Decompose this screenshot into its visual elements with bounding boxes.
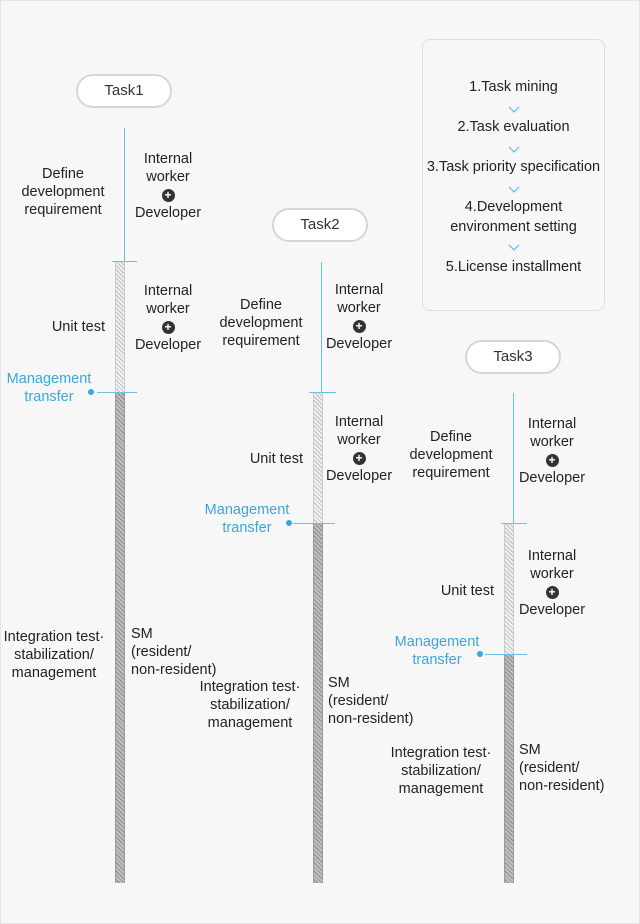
- step-1: 1.Task mining: [469, 79, 558, 95]
- task1-unit-test-label: Unit test: [51, 319, 105, 335]
- plus-circle-icon: +: [352, 452, 366, 466]
- process-steps-box: 1.Task mining 2.Task evaluation 3.Task p…: [422, 39, 605, 311]
- plus-circle-icon: +: [545, 454, 559, 468]
- task2-define-tick: [309, 392, 336, 393]
- task3-dev-roles: Internal worker + Developer: [518, 416, 586, 486]
- step-3: 3.Task priority specification: [426, 159, 601, 175]
- task2-integration-bar: [313, 524, 323, 883]
- task3-sm-label: SM (resident/ non-resident): [519, 742, 605, 794]
- plus-circle-icon: +: [545, 586, 559, 600]
- task3-management-label: Management transfer: [394, 634, 480, 668]
- task3-define-line: [513, 393, 514, 523]
- task3-integration-bar: [504, 655, 514, 883]
- task1-management-label: Management transfer: [6, 371, 92, 405]
- task3-test-roles: Internal worker + Developer: [518, 548, 586, 618]
- task2-management-dot: [286, 520, 292, 526]
- plus-circle-icon: +: [161, 189, 175, 203]
- task1-test-roles: Internal worker + Developer: [134, 283, 202, 353]
- step-5: 5.License installment: [445, 259, 582, 275]
- task2-unit-test-label: Unit test: [249, 451, 303, 467]
- task2-integration-label: Integration test· stabilization/ managem…: [199, 679, 301, 731]
- task3-pill: Task3: [465, 340, 561, 374]
- task2-dev-roles: Internal worker + Developer: [325, 282, 393, 352]
- plus-circle-icon: +: [161, 321, 175, 335]
- task1-define-label: Define development requirement: [21, 166, 105, 218]
- step-2: 2.Task evaluation: [457, 119, 570, 135]
- task1-management-line: [97, 392, 137, 393]
- task1-define-tick: [112, 261, 137, 262]
- task3-define-tick: [501, 523, 527, 524]
- task2-sm-label: SM (resident/ non-resident): [328, 675, 414, 727]
- task2-test-roles: Internal worker + Developer: [325, 414, 393, 484]
- task1-sm-label: SM (resident/ non-resident): [131, 626, 217, 678]
- task1-unit-test-bar: [115, 262, 125, 392]
- task2-management-line: [293, 523, 335, 524]
- plus-circle-icon: +: [352, 320, 366, 334]
- task3-management-dot: [477, 651, 483, 657]
- task3-define-label: Define development requirement: [409, 429, 493, 481]
- task2-define-label: Define development requirement: [219, 297, 303, 349]
- task3-unit-test-label: Unit test: [440, 583, 494, 599]
- chevron-down-icon: [508, 146, 520, 153]
- task1-pill: Task1: [76, 74, 172, 108]
- task2-define-line: [321, 262, 322, 392]
- task2-pill: Task2: [272, 208, 368, 242]
- task3-unit-test-bar: [504, 524, 514, 654]
- chevron-down-icon: [508, 186, 520, 193]
- task1-integration-label: Integration test· stabilization/ managem…: [3, 629, 105, 681]
- chevron-down-icon: [508, 244, 520, 251]
- task1-define-line: [124, 128, 125, 262]
- task1-management-dot: [88, 389, 94, 395]
- task1-dev-roles: Internal worker + Developer: [134, 151, 202, 221]
- task1-integration-bar: [115, 393, 125, 883]
- task3-management-line: [485, 654, 527, 655]
- step-4: 4.Development environment setting: [450, 199, 577, 235]
- task3-integration-label: Integration test· stabilization/ managem…: [390, 745, 492, 797]
- task2-unit-test-bar: [313, 393, 323, 523]
- chevron-down-icon: [508, 106, 520, 113]
- task2-management-label: Management transfer: [204, 502, 290, 536]
